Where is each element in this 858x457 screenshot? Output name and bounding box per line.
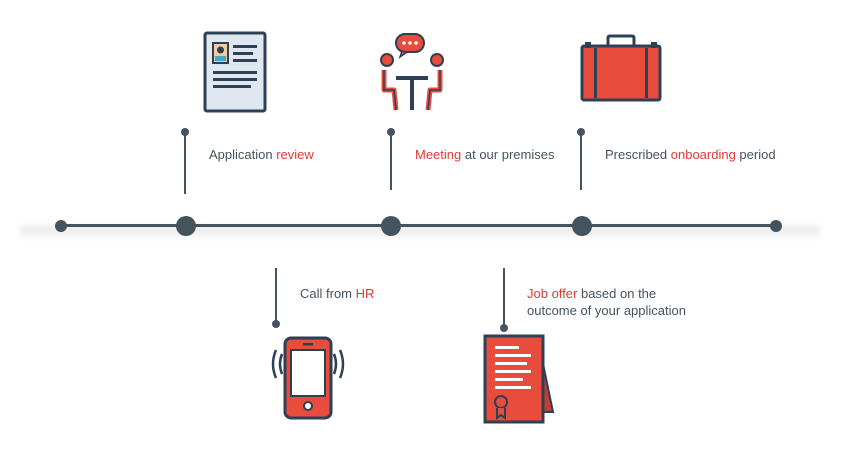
step-3-label: Meeting at our premises <box>415 147 555 162</box>
step-1-label: Application review <box>209 147 314 162</box>
step-1-connector <box>184 132 186 194</box>
step-2-connector <box>275 268 277 324</box>
step-5-label: Prescribed onboarding period <box>605 147 776 162</box>
step-5-connector <box>580 132 582 190</box>
timeline-line <box>60 224 778 227</box>
timeline-start-dot <box>55 220 67 232</box>
timeline-node-3 <box>572 216 592 236</box>
timeline-node-2 <box>381 216 401 236</box>
step-4-connector <box>503 268 505 328</box>
phone-icon <box>271 336 345 420</box>
timeline-node-1 <box>176 216 196 236</box>
timeline-end-dot <box>770 220 782 232</box>
step-4-pin <box>500 324 508 332</box>
step-2-label: Call from HR <box>300 286 375 301</box>
resume-icon <box>203 31 267 113</box>
certificate-icon <box>483 334 555 424</box>
step-2-pin <box>272 320 280 328</box>
timeline-shadow <box>20 226 820 240</box>
briefcase-icon <box>580 34 662 102</box>
step-3-connector <box>390 132 392 190</box>
meeting-icon <box>380 33 444 111</box>
